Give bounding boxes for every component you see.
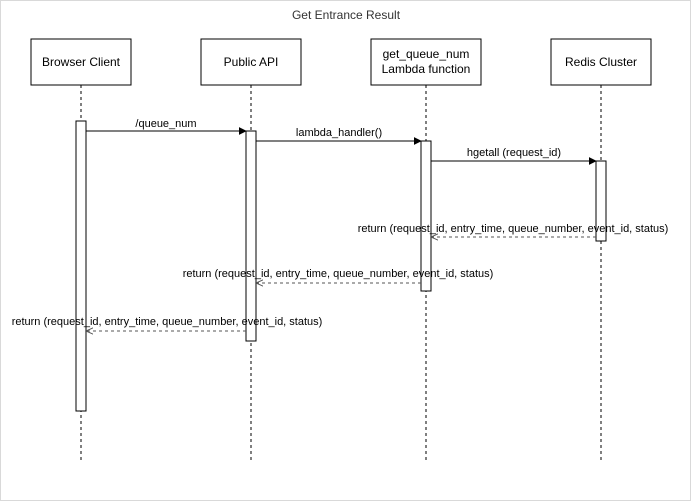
return-redis-to-lambda: return (request_id, entry_time, queue_nu… <box>358 223 669 237</box>
actor-label: Public API <box>224 55 279 69</box>
message-label: hgetall (request_id) <box>467 147 561 159</box>
message-label: return (request_id, entry_time, queue_nu… <box>183 268 494 280</box>
actor-label: get_queue_num <box>383 47 470 61</box>
activation-api <box>245 130 257 342</box>
actor-lambda: get_queue_num Lambda function <box>370 38 482 86</box>
actor-redis: Redis Cluster <box>550 38 652 86</box>
activation-browser <box>75 120 87 412</box>
return-lambda-to-api: return (request_id, entry_time, queue_nu… <box>183 268 494 283</box>
actor-label: Browser Client <box>42 55 121 69</box>
message-label: lambda_handler() <box>296 127 382 139</box>
actor-label: Redis Cluster <box>565 55 637 69</box>
message-queue-num: /queue_num <box>86 118 247 135</box>
actor-api: Public API <box>200 38 302 86</box>
actor-label-line2: Lambda function <box>382 62 471 76</box>
message-hgetall: hgetall (request_id) <box>431 147 597 165</box>
message-label: return (request_id, entry_time, queue_nu… <box>358 223 669 235</box>
return-api-to-browser: return (request_id, entry_time, queue_nu… <box>12 316 323 331</box>
actor-browser: Browser Client <box>30 38 132 86</box>
message-label: /queue_num <box>135 118 196 130</box>
diagram-title: Get Entrance Result <box>292 8 401 22</box>
activation-redis <box>595 160 607 242</box>
message-label: return (request_id, entry_time, queue_nu… <box>12 316 323 328</box>
message-lambda-handler: lambda_handler() <box>256 127 422 145</box>
activation-lambda <box>420 140 432 292</box>
